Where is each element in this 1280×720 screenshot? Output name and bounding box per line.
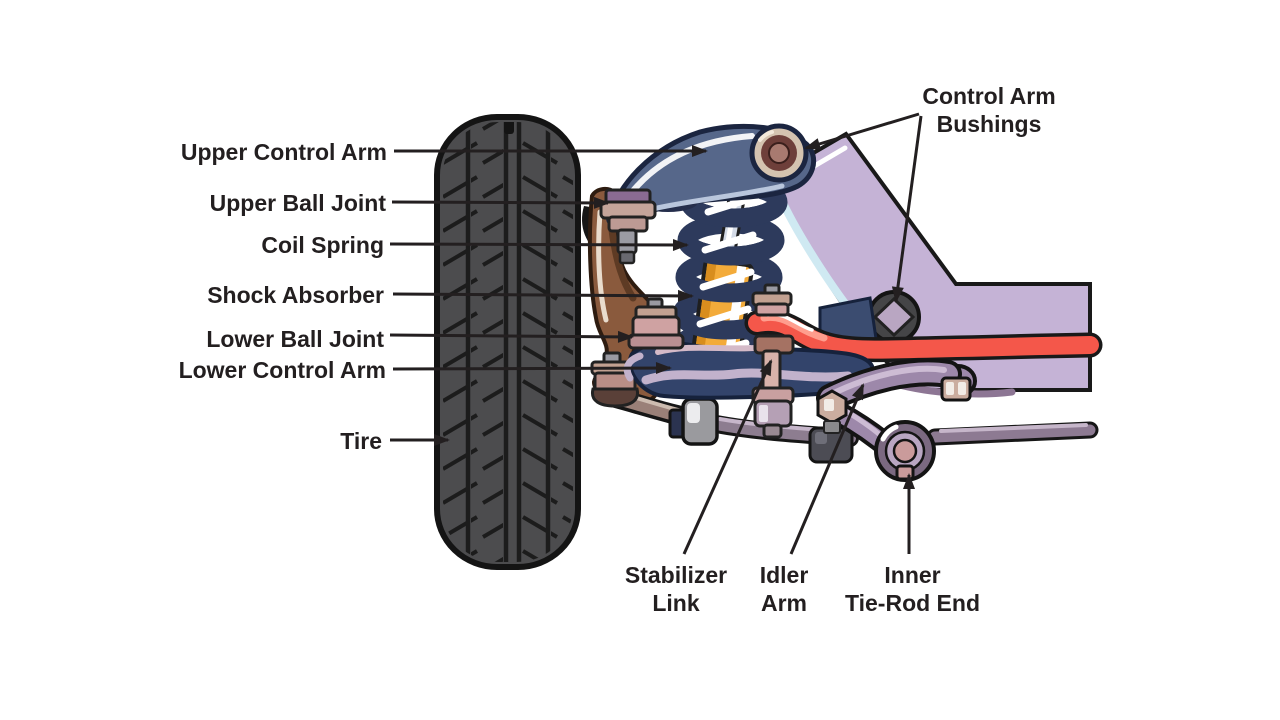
lower-ball-joint-graphic	[627, 297, 685, 350]
label-upper-control-arm: Upper Control Arm	[180, 139, 387, 165]
inner-tie-rod-end-graphic	[874, 420, 936, 482]
upper-ball-joint-graphic	[599, 188, 657, 265]
label-lower-ball-joint: Lower Ball Joint	[206, 326, 384, 352]
tire-graphic	[434, 114, 581, 570]
leader-lines	[389, 112, 923, 555]
label-inner-tie-rod-end: Inner Tie-Rod End	[844, 562, 980, 616]
leader-idler-arm	[789, 383, 865, 555]
leader-bushing-frame	[891, 115, 923, 303]
leader-stabilizer-link	[682, 359, 773, 555]
leader-bushing-upper	[804, 112, 920, 150]
label-coil-spring: Coil Spring	[261, 232, 384, 258]
label-shock-absorber: Shock Absorber	[207, 282, 384, 308]
upper-control-arm-bushing-graphic	[749, 123, 809, 183]
stabilizer-bar-graphic	[744, 309, 1103, 363]
leader-shock-absorber	[392, 289, 694, 302]
lower-control-arm-graphic	[623, 340, 875, 400]
label-tire: Tire	[340, 428, 382, 454]
label-upper-ball-joint: Upper Ball Joint	[209, 190, 386, 216]
leader-lower-control-arm	[392, 362, 672, 375]
label-stabilizer-link: Stabilizer Link	[624, 562, 728, 616]
leader-lower-ball-joint	[389, 330, 634, 343]
leader-coil-spring	[389, 238, 689, 251]
label-idler-arm: Idler Arm	[759, 562, 809, 616]
label-lower-control-arm: Lower Control Arm	[178, 357, 386, 383]
control-arm-bushing-frame-graphic	[867, 290, 921, 344]
leader-upper-ball-joint	[391, 196, 610, 209]
label-control-arm-bushings: Control Arm Bushings	[922, 83, 1056, 137]
